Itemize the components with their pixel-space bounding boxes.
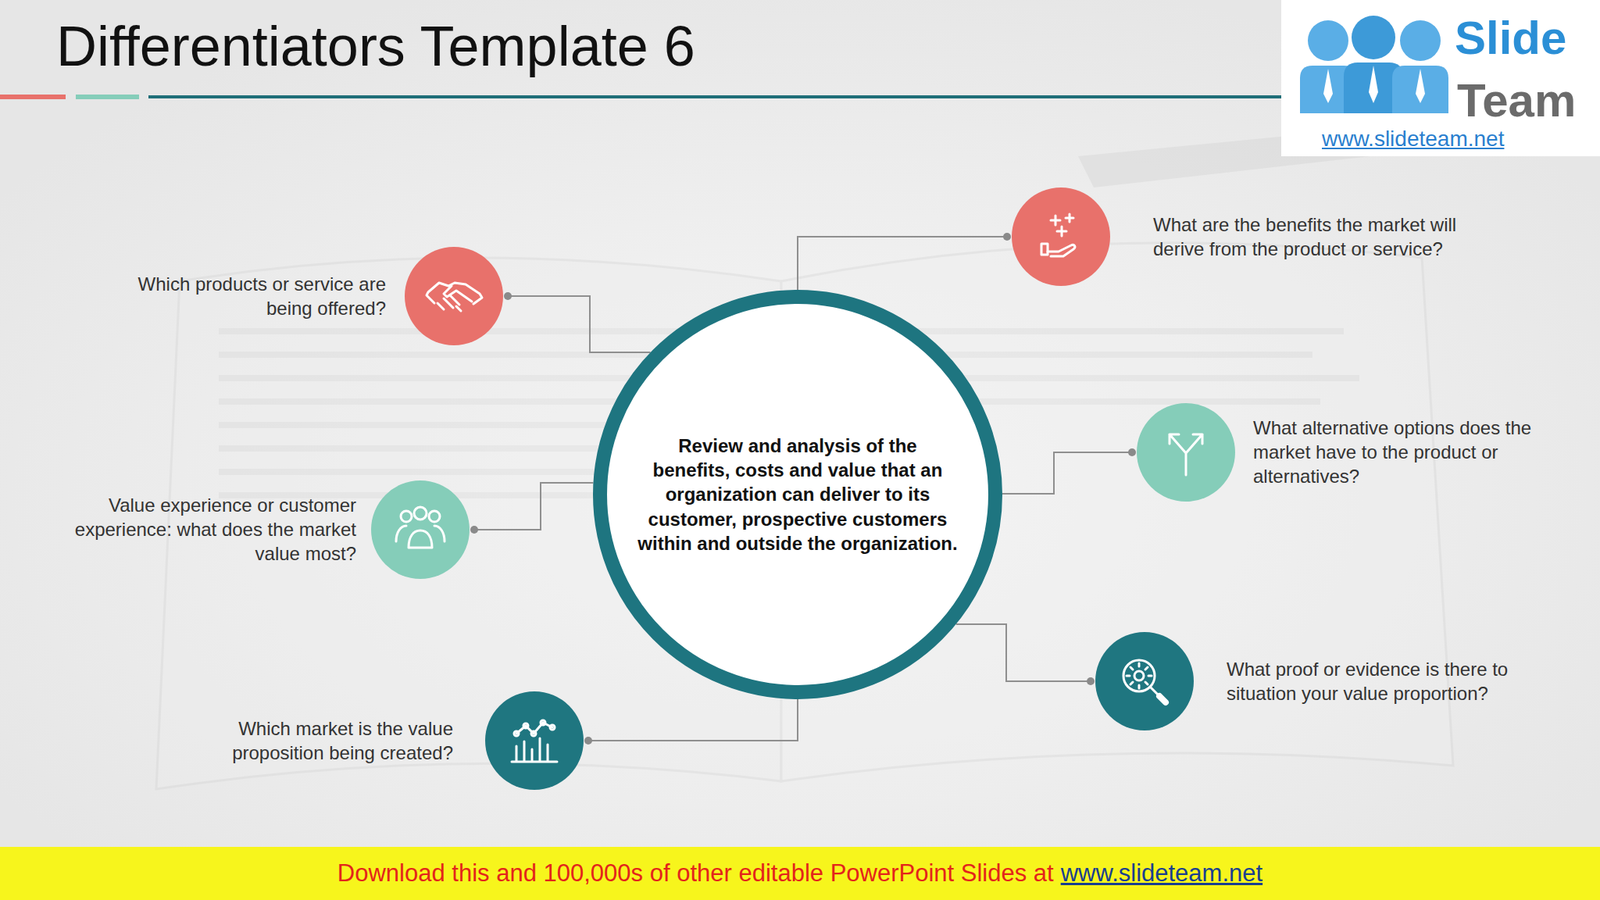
icon-symbol	[1011, 187, 1111, 286]
slide-title: Differentiators Template 6	[56, 14, 696, 79]
connector-dot	[1128, 448, 1136, 457]
connector-line	[474, 482, 593, 530]
connector-line	[507, 296, 651, 353]
connector-dot	[503, 292, 512, 300]
connector-line	[797, 236, 1008, 290]
connector-line	[1002, 452, 1133, 494]
connector-line	[956, 624, 1091, 682]
icon-symbol	[485, 691, 584, 790]
icon-circle: Value experience or customer experience:…	[371, 480, 470, 579]
banner-text-row: Download this and 100,000s of other edit…	[0, 846, 1600, 900]
logo-word: Slide	[1454, 10, 1567, 65]
logo-word: Team	[1457, 73, 1576, 128]
icon-symbol	[1095, 632, 1194, 731]
logo-panel	[1281, 0, 1600, 157]
banner-link: www.slideteam.net	[1060, 859, 1263, 888]
logo-people-icon	[1300, 15, 1449, 114]
question-text: Which market is the value proposition be…	[156, 716, 454, 765]
icon-circle: What proof or evidence is there to situa…	[1095, 632, 1194, 731]
question-text: What are the benefits the market will de…	[1153, 212, 1458, 261]
icon-circle: What alternative options does the market…	[1136, 403, 1236, 502]
connector-dot	[584, 736, 593, 745]
connector-line	[588, 699, 798, 741]
question-text: What alternative options does the market…	[1253, 415, 1550, 490]
question-text: What proof or evidence is there to situa…	[1226, 657, 1524, 706]
question-text: Value experience or customer experience:…	[59, 492, 357, 567]
icon-circle: What are the benefits the market will de…	[1011, 187, 1111, 286]
center-text: Review and analysis of the benefits, cos…	[637, 433, 958, 556]
footer-banner	[0, 846, 1600, 900]
connector-dot	[1003, 232, 1011, 241]
banner-text: Download this and 100,000s of other edit…	[337, 859, 1054, 888]
header-accent	[75, 94, 140, 100]
icon-symbol	[1136, 403, 1236, 502]
connector-dot	[470, 525, 479, 534]
logo-url: www.slideteam.net	[1321, 126, 1504, 152]
icon-circle: Which market is the value proposition be…	[485, 691, 584, 790]
book-illustration	[156, 109, 1579, 790]
center-circle: Review and analysis of the benefits, cos…	[592, 289, 1003, 700]
icon-symbol	[404, 246, 504, 346]
question-text: Which products or service are being offe…	[96, 271, 386, 321]
icon-symbol	[371, 480, 470, 579]
icon-circle: Which products or service are being offe…	[404, 246, 504, 346]
header-accent	[0, 94, 66, 100]
connector-dot	[1086, 677, 1095, 686]
header-rule	[148, 95, 1290, 99]
